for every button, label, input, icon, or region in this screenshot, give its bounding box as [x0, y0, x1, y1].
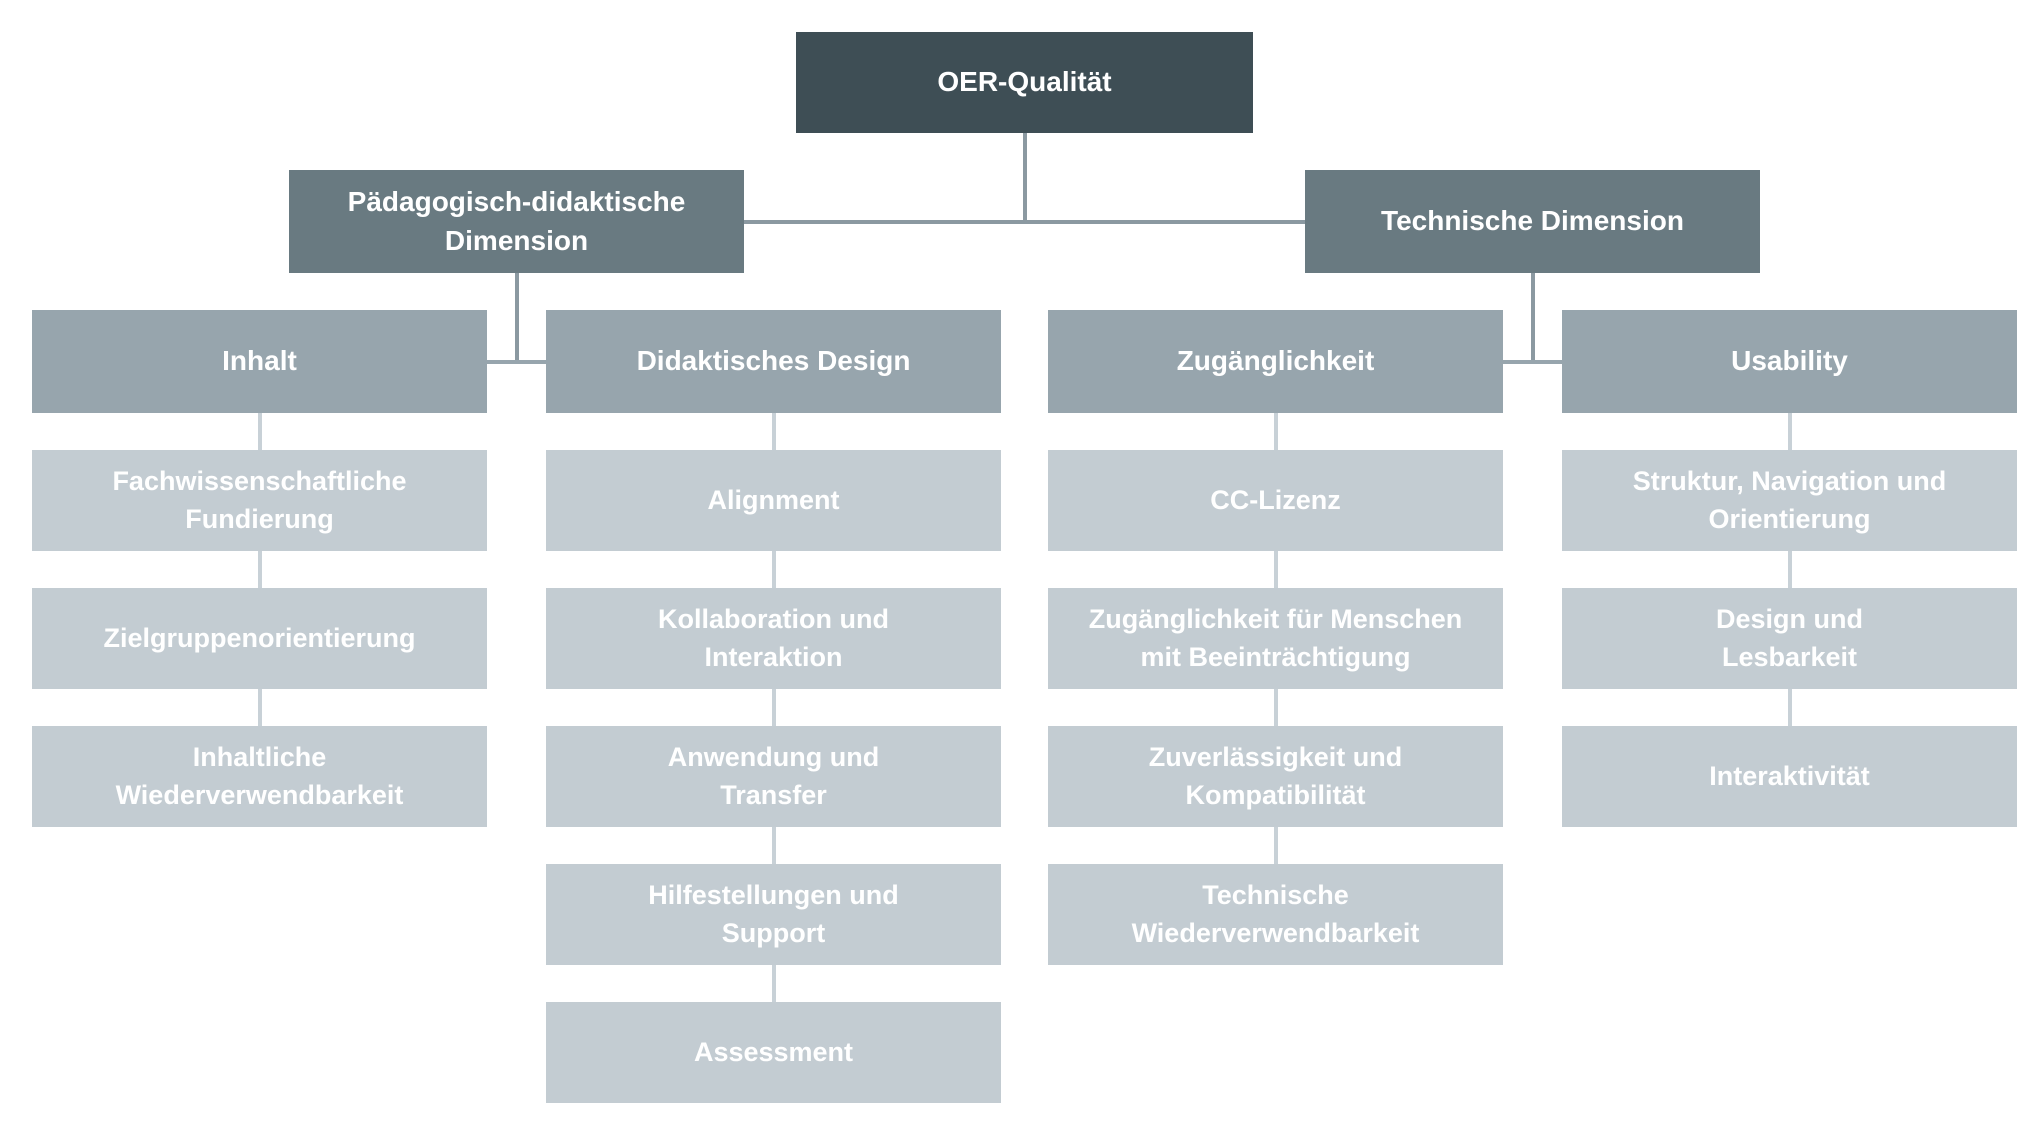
criterion-box: Kollaboration und Interaktion — [546, 588, 1001, 689]
dimension-box: Pädagogisch-didaktische Dimension — [289, 170, 744, 273]
category-box: Zugänglichkeit — [1048, 310, 1503, 413]
criterion-box: Zugänglichkeit für Menschen mit Beeinträ… — [1048, 588, 1503, 689]
connector-criterion-drop — [771, 827, 776, 864]
connector-dimension-drop — [1530, 273, 1535, 362]
connector-criterion-drop — [1273, 689, 1278, 726]
criterion-box: Struktur, Navigation und Orientierung — [1562, 450, 2017, 551]
criterion-box: Assessment — [546, 1002, 1001, 1103]
criterion-box: Zuverlässigkeit und Kompatibilität — [1048, 726, 1503, 827]
connector-criterion-drop — [1273, 827, 1278, 864]
criterion-box: Inhaltliche Wiederverwendbarkeit — [32, 726, 487, 827]
connector-criterion-drop — [257, 413, 262, 450]
connector-criterion-drop — [257, 551, 262, 588]
connector-category-horizontal — [487, 359, 546, 364]
dimension-box: Technische Dimension — [1305, 170, 1760, 273]
connector-dimension-drop — [514, 273, 519, 362]
criterion-box: Zielgruppenorientierung — [32, 588, 487, 689]
connector-dimensions-horizontal — [744, 219, 1305, 224]
criterion-box: Anwendung und Transfer — [546, 726, 1001, 827]
connector-root-drop — [1022, 133, 1027, 224]
connector-criterion-drop — [771, 413, 776, 450]
criterion-box: Interaktivität — [1562, 726, 2017, 827]
criterion-box: CC-Lizenz — [1048, 450, 1503, 551]
connector-criterion-drop — [1787, 551, 1792, 588]
criterion-box: Fachwissenschaftliche Fundierung — [32, 450, 487, 551]
connector-criterion-drop — [1273, 551, 1278, 588]
connector-criterion-drop — [771, 689, 776, 726]
category-box: Inhalt — [32, 310, 487, 413]
connector-criterion-drop — [1787, 689, 1792, 726]
category-box: Didaktisches Design — [546, 310, 1001, 413]
criterion-box: Hilfestellungen und Support — [546, 864, 1001, 965]
connector-criterion-drop — [257, 689, 262, 726]
connector-criterion-drop — [771, 965, 776, 1002]
connector-criterion-drop — [1787, 413, 1792, 450]
category-box: Usability — [1562, 310, 2017, 413]
connector-criterion-drop — [771, 551, 776, 588]
connector-criterion-drop — [1273, 413, 1278, 450]
criterion-box: Technische Wiederverwendbarkeit — [1048, 864, 1503, 965]
criterion-box: Design und Lesbarkeit — [1562, 588, 2017, 689]
root-box: OER-Qualität — [796, 32, 1253, 133]
criterion-box: Alignment — [546, 450, 1001, 551]
connector-category-horizontal — [1503, 359, 1562, 364]
